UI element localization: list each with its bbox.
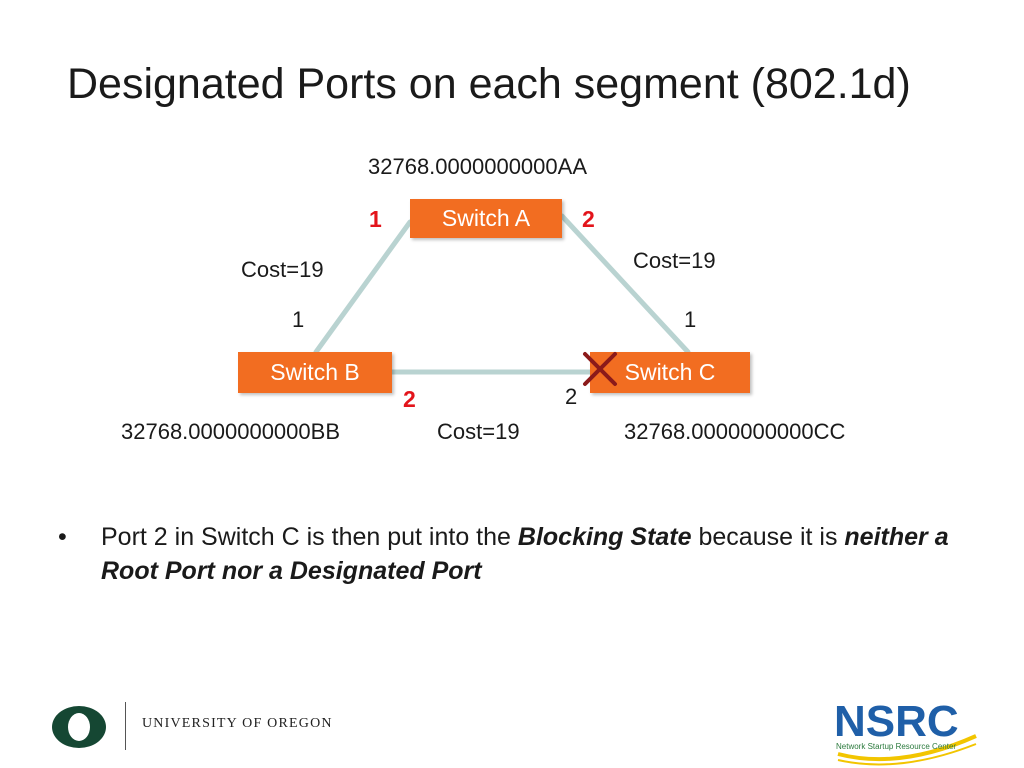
bullet-dot: •	[58, 523, 67, 551]
switch-c-port-2: 2	[565, 384, 578, 409]
link-a-c	[559, 213, 691, 355]
link-b-c-cost: Cost=19	[437, 419, 520, 444]
x-mark-icon	[583, 352, 617, 386]
link-a-c-cost: Cost=19	[633, 248, 716, 273]
footer-divider	[125, 702, 126, 750]
link-a-b	[313, 219, 413, 355]
switch-b-bridge-id: 32768.0000000000BB	[121, 419, 340, 444]
switch-c-node[interactable]: Switch C	[590, 352, 750, 393]
switch-c-port-1: 1	[684, 307, 697, 332]
bullet-text-blocking-state: Blocking State	[517, 523, 692, 551]
bullet-text: Port 2 in Switch C is then put into the …	[101, 520, 961, 588]
switch-a-node[interactable]: Switch A	[410, 199, 562, 238]
oregon-o-logo	[52, 706, 106, 748]
bullet-text-reason: neither a Root Port nor a Designated Por…	[101, 523, 949, 585]
switch-b-port-2-designated: 2	[403, 386, 416, 412]
switch-a-bridge-id: 32768.0000000000AA	[368, 154, 587, 179]
nsrc-tagline: Network Startup Resource Center	[836, 742, 956, 751]
switch-b-node[interactable]: Switch B	[238, 352, 392, 393]
slide-title: Designated Ports on each segment (802.1d…	[67, 60, 911, 108]
switch-a-label: Switch A	[441, 205, 531, 231]
university-name: UNIVERSITY OF OREGON	[142, 716, 333, 731]
switch-c-bridge-id: 32768.0000000000CC	[624, 419, 846, 444]
bullet-text-part3: because it is	[691, 523, 845, 551]
nsrc-logo: NSRC Network Startup Resource Center	[834, 697, 977, 766]
switch-a-port-2-designated: 2	[582, 206, 595, 232]
switch-a-port-1-designated: 1	[369, 206, 382, 232]
link-a-b-cost: Cost=19	[241, 257, 324, 282]
switch-b-port-1: 1	[292, 307, 305, 332]
switch-b-label: Switch B	[270, 359, 360, 385]
nsrc-wordmark: NSRC	[834, 697, 959, 746]
bullet-text-part1: Port 2 in Switch C is then put into the	[101, 523, 518, 551]
switch-c-label: Switch C	[624, 359, 716, 385]
